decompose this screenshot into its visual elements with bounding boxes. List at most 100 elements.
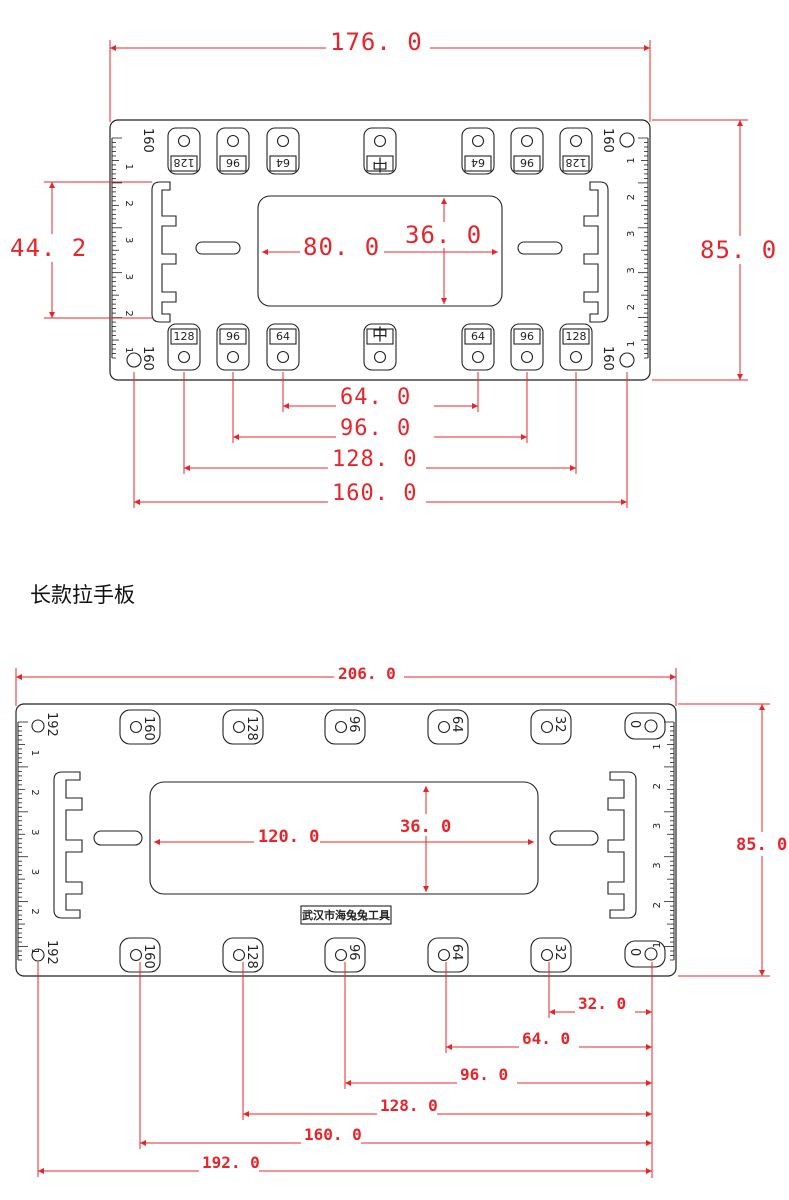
- bottom-top-row-slots: 160 128 96 64 32: [119, 709, 572, 745]
- ruler-tick-label: 2: [29, 789, 40, 795]
- dim-85-top: 85. 0: [700, 236, 777, 264]
- slot-hole: [226, 350, 240, 364]
- slot-hole: [226, 134, 240, 148]
- bottom-left-ruler: 1 2 3 3 2 1: [17, 721, 40, 961]
- slot-hole: [334, 948, 348, 962]
- dim-176: 176. 0: [330, 28, 423, 56]
- slot-label: 64: [471, 330, 485, 343]
- slot-label: 128: [566, 330, 587, 343]
- top-corner-label-tl: 160: [140, 128, 155, 153]
- ruler-tick-label: 3: [652, 823, 663, 829]
- ruler-tick-label: 3: [652, 862, 663, 868]
- slot-hole: [232, 948, 246, 962]
- slot-96: 96: [510, 323, 544, 371]
- slot-hole: [177, 134, 191, 148]
- slot-label: 128: [174, 156, 195, 169]
- dim-d160: 160. 0: [304, 1125, 362, 1144]
- slot-hole: [276, 350, 290, 364]
- slot-hole: [276, 134, 290, 148]
- dim-d128: 128. 0: [380, 1096, 438, 1115]
- dim-d160: 160. 0: [332, 481, 417, 506]
- ruler-tick-label: 1: [123, 164, 134, 170]
- slot-hole: [232, 720, 246, 734]
- ruler-tick-label: 3: [29, 869, 40, 875]
- slot-96: 96: [216, 323, 250, 371]
- dim-d96: 96. 0: [340, 416, 411, 441]
- bottom-corner-hole-tl: [31, 719, 45, 733]
- top-left-oblong-slot: [195, 241, 241, 255]
- top-corner-hole-br: [619, 352, 635, 368]
- slot-128: 128: [559, 323, 593, 371]
- slot-hole: [373, 350, 387, 364]
- slot-hole: [334, 720, 348, 734]
- bottom-center-window: [149, 781, 539, 895]
- slot-label: 64: [276, 156, 290, 169]
- ruler-tick-label: 3: [29, 829, 40, 835]
- slot-label: 64: [471, 156, 485, 169]
- top-bottom-row-slots: 128 96 64 中 64 96 128: [167, 323, 593, 371]
- top-right-comb: [583, 181, 609, 323]
- slot-label: 96: [520, 330, 534, 343]
- dim-d64: 64. 0: [340, 385, 411, 410]
- ruler-tick-label: 3: [123, 274, 134, 280]
- bottom-corner-label-tl: 192: [44, 712, 59, 737]
- slot-hole: [569, 350, 583, 364]
- slot-hole: [569, 134, 583, 148]
- dim-206: 206. 0: [338, 664, 396, 683]
- slot-label: 中: [372, 325, 388, 344]
- slot-label: 96: [346, 944, 361, 961]
- ruler-tick-label: 2: [123, 310, 134, 316]
- ruler-tick-label: 3: [626, 267, 637, 273]
- bottom-plate-body: [15, 703, 677, 977]
- brand-text: 武汉市海兔兔工具: [302, 908, 390, 922]
- slot-64: 64: [266, 127, 300, 175]
- dim-44: 44. 2: [10, 234, 87, 262]
- top-left-comb: [151, 181, 177, 323]
- slot-64: 64: [266, 323, 300, 371]
- slot-label: 96: [346, 716, 361, 733]
- bottom-left-oblong-slot: [93, 830, 143, 846]
- slot-32: 32: [530, 709, 572, 745]
- bottom-corner-label-bl: 192: [44, 940, 59, 965]
- dim-80: 80. 0: [303, 233, 380, 261]
- slot-label: 64: [449, 716, 464, 733]
- slot-label: 96: [226, 156, 240, 169]
- ruler-tick-label: 1: [29, 750, 40, 756]
- slot-128: 128: [167, 323, 201, 371]
- slot-hole: [471, 134, 485, 148]
- dim-d96: 96. 0: [460, 1065, 508, 1084]
- slot-64: 64: [461, 323, 495, 371]
- slot-label: 128: [244, 716, 259, 741]
- top-corner-label-br: 160: [600, 346, 615, 371]
- slot-label: 160: [141, 716, 156, 741]
- slot-hole: [129, 948, 143, 962]
- top-corner-label-bl: 160: [140, 346, 155, 371]
- ruler-tick-label: 1: [626, 157, 637, 163]
- dim-d192: 192. 0: [202, 1153, 260, 1172]
- slot-32: 32: [530, 937, 572, 973]
- bottom-dimensions: 206. 0 85. 0 120. 0 36. 0 32. 064. 096. …: [15, 660, 788, 1178]
- slot-96: 96: [324, 709, 366, 745]
- slot-label: 128: [566, 156, 587, 169]
- dim-d128: 128. 0: [332, 447, 417, 472]
- slot-64: 64: [427, 709, 469, 745]
- slot-96: 96: [216, 127, 250, 175]
- slot-hole: [177, 350, 191, 364]
- dim-120: 120. 0: [258, 827, 319, 847]
- slot-hole: [540, 720, 554, 734]
- slot-label: 中: [372, 155, 388, 174]
- slot-label: 32: [552, 716, 567, 733]
- slot-160: 160: [119, 709, 161, 745]
- bottom-corner-hole-bl: [31, 948, 45, 962]
- slot-label: 128: [244, 944, 259, 969]
- ruler-tick-label: 2: [29, 908, 40, 914]
- top-center-window: [257, 195, 503, 307]
- slot-128: 128: [167, 127, 201, 175]
- ruler-tick-label: 1: [29, 948, 40, 954]
- slot-hole: [520, 350, 534, 364]
- ruler-tick-label: 2: [652, 902, 663, 908]
- slot-hole: [520, 134, 534, 148]
